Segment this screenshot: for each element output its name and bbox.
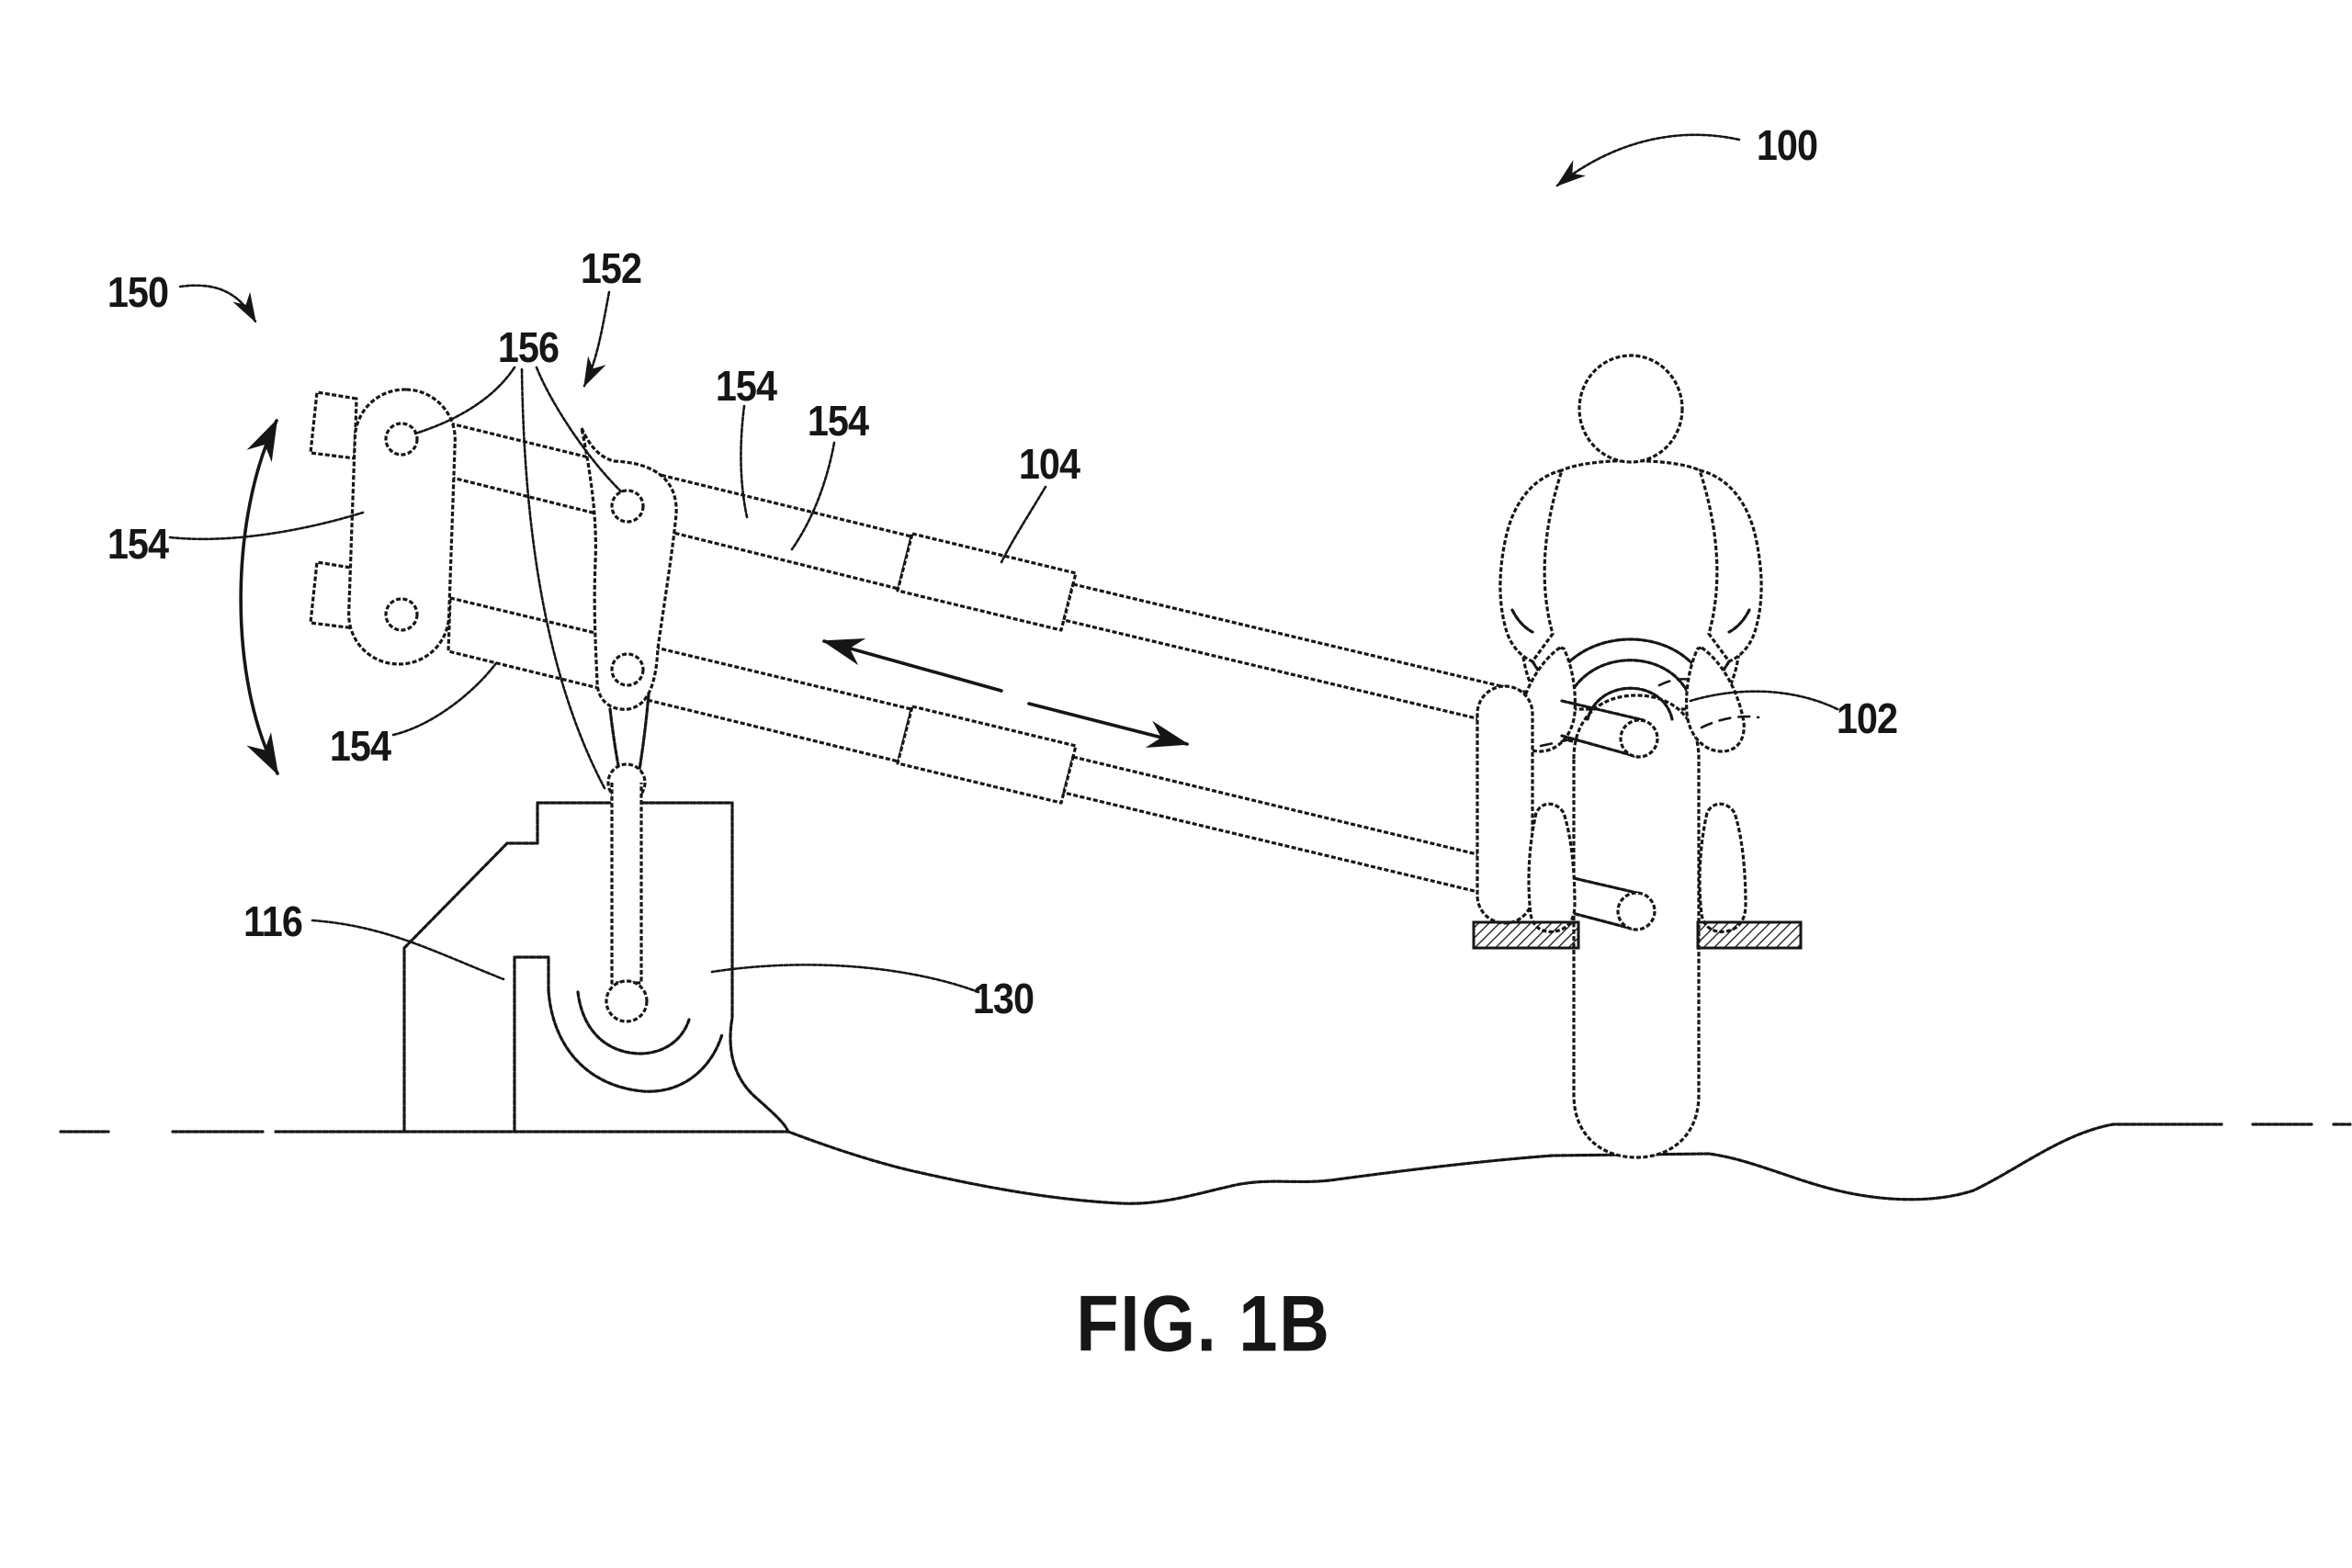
leader-130	[710, 964, 980, 994]
leader-116	[311, 919, 505, 981]
hook-130	[547, 988, 724, 1093]
top-sleeve-104	[896, 532, 1078, 632]
rider-torso	[1518, 458, 1744, 711]
rider	[1498, 354, 1763, 711]
vehicle	[1472, 637, 1803, 1159]
leader-156-a	[413, 366, 516, 435]
leader-154-b	[790, 441, 836, 551]
leader-154-a	[740, 404, 749, 519]
arrow-right	[1027, 702, 1190, 749]
leader-154-left	[168, 511, 365, 541]
anchor-bar	[610, 783, 643, 985]
leader-104	[1000, 485, 1047, 564]
reference-leaders	[168, 133, 1839, 994]
rider-right-shin	[1698, 802, 1747, 933]
bottom-rail-end-cap	[1616, 891, 1657, 931]
leader-156-c	[535, 366, 623, 493]
leader-154-bottom	[391, 661, 498, 737]
leader-156-b	[520, 367, 606, 790]
leader-102	[1689, 690, 1839, 711]
rider-right-thigh	[1685, 646, 1746, 753]
left-footplate	[1472, 920, 1580, 950]
base-mount-116	[402, 801, 789, 1134]
bottom-sleeve	[896, 705, 1078, 805]
top-rail-end-cap	[1619, 718, 1659, 759]
top-outer-tube	[447, 422, 913, 591]
plate-tab-top	[309, 390, 358, 460]
arrow-left	[821, 637, 1003, 693]
pivot-double-arrow	[239, 418, 279, 776]
mount-plate-154	[309, 388, 457, 666]
rider-left-shin	[1527, 802, 1577, 933]
rider-head	[1577, 354, 1684, 464]
right-footplate	[1696, 920, 1803, 950]
leader-100	[1555, 133, 1741, 187]
leader-150	[178, 284, 257, 323]
ground-terrain	[59, 1122, 2352, 1205]
frame-upright	[1476, 684, 1534, 925]
leader-152	[582, 290, 611, 388]
slide-direction-arrows	[821, 637, 1190, 749]
pivot-link-152	[580, 426, 678, 1023]
bottom-outer-tube	[447, 596, 913, 763]
anchor-pin-lower	[605, 979, 649, 1023]
figure-caption: FIG. 1B	[1076, 1280, 1331, 1369]
